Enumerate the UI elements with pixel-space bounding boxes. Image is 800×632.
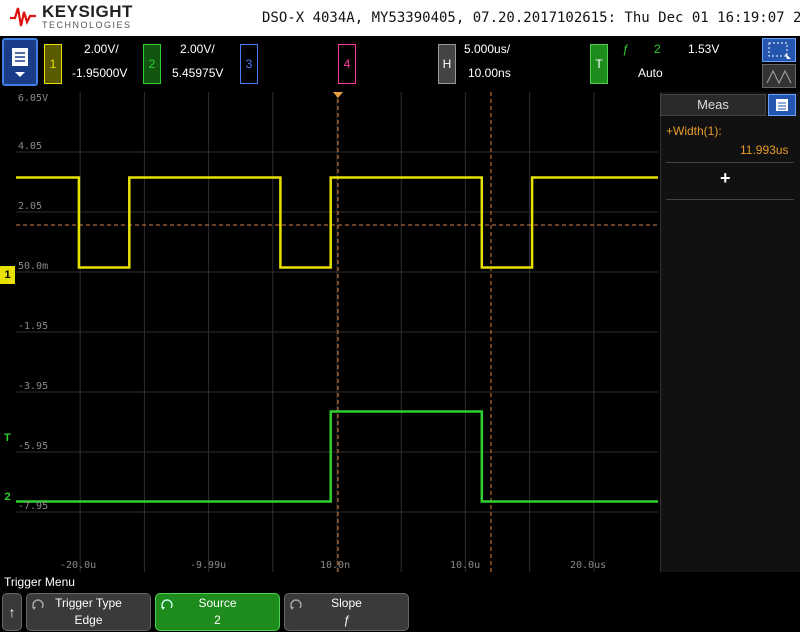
divider (666, 162, 794, 163)
x-label: 10.0u (450, 560, 481, 571)
trigger-position-marker[interactable] (333, 92, 343, 98)
x-label: 20.0us (570, 560, 607, 571)
horizontal-delay: 10.00ns (468, 66, 511, 80)
touch-mode-button[interactable] (762, 64, 796, 88)
horizontal-timebase: 5.000us/ (464, 42, 511, 56)
main-menu-button[interactable] (2, 38, 38, 86)
trigger-edge-icon: ƒ (622, 42, 629, 56)
x-label: -20.0u (60, 560, 97, 571)
ch1-scale: 2.00V/ (84, 42, 119, 56)
measurement-value: 11.993us (740, 143, 789, 157)
source-softkey[interactable]: Source 2 (155, 593, 280, 631)
ch1-ground-marker[interactable]: 1 (0, 266, 15, 284)
rotate-knob-icon (32, 599, 44, 610)
trigger-mode: Auto (638, 66, 663, 80)
y-label: 2.05 (18, 201, 43, 212)
trigger-level: 1.53V (688, 42, 720, 56)
zoom-box-icon (768, 42, 791, 59)
trigger-source: 2 (654, 42, 661, 56)
slope-softkey[interactable]: Slope ƒ (284, 593, 409, 631)
channel-status-bar: 1 2.00V/ -1.95000V 2 2.00V/ 5.45975V 3 4… (0, 36, 800, 92)
ch4-button[interactable]: 4 (338, 44, 356, 84)
softkey-value: Edge (74, 613, 103, 627)
zoom-select-button[interactable] (762, 38, 796, 62)
softkey-value: 2 (214, 613, 221, 627)
y-label: 6.05V (18, 93, 49, 104)
ch3-button[interactable]: 3 (240, 44, 258, 84)
y-label: -3.95 (18, 381, 49, 392)
ch1-offset: -1.95000V (72, 66, 128, 80)
trigger-button[interactable]: T (590, 44, 608, 84)
trigger-type-softkey[interactable]: Trigger Type Edge (26, 593, 151, 631)
y-label: -1.95 (18, 321, 49, 332)
brand-name: KEYSIGHT (42, 2, 133, 21)
add-measurement-button[interactable]: + (720, 168, 731, 188)
ch2-button[interactable]: 2 (143, 44, 161, 84)
softkey-menu-title: Trigger Menu (4, 575, 75, 589)
y-label: 50.0m (18, 261, 49, 272)
horizontal-button[interactable]: H (438, 44, 456, 84)
brand-subtitle: TECHNOLOGIES (42, 20, 132, 30)
x-label: -9.99u (190, 560, 227, 571)
rotate-knob-icon (290, 599, 302, 610)
keysight-logo-icon (10, 7, 36, 27)
softkey-label: Source (198, 596, 237, 610)
wave-touch-icon (766, 69, 792, 85)
back-button[interactable]: ↑ (2, 593, 22, 631)
divider (666, 199, 794, 200)
softkey-label: Slope (331, 596, 362, 610)
list-icon (776, 99, 788, 111)
panel-list-button[interactable] (768, 94, 796, 116)
ch2-waveform (16, 410, 658, 503)
waveform-display[interactable] (16, 92, 658, 572)
rotate-knob-icon (161, 599, 173, 610)
ch2-offset: 5.45975V (172, 66, 224, 80)
meas-tab[interactable]: Meas (660, 94, 766, 116)
measurement-name: +Width(1): (666, 124, 722, 138)
y-label: 4.05 (18, 141, 43, 152)
title-bar: KEYSIGHT TECHNOLOGIES DSO-X 4034A, MY533… (0, 0, 800, 36)
x-label: 10.0n (320, 560, 351, 571)
trigger-level-marker[interactable]: T (4, 432, 11, 444)
ch2-scale: 2.00V/ (180, 42, 215, 56)
measurement-panel (660, 92, 800, 572)
y-label: -7.95 (18, 501, 49, 512)
ch1-waveform (16, 176, 658, 269)
ch1-button[interactable]: 1 (44, 44, 62, 84)
menu-list-icon (12, 48, 28, 77)
softkey-label: Trigger Type (55, 596, 122, 610)
y-label: -5.95 (18, 441, 49, 452)
softkey-value: ƒ (343, 613, 350, 627)
instrument-info: DSO-X 4034A, MY53390405, 07.20.201710261… (262, 10, 800, 26)
ch2-ground-marker[interactable]: 2 (4, 491, 11, 503)
